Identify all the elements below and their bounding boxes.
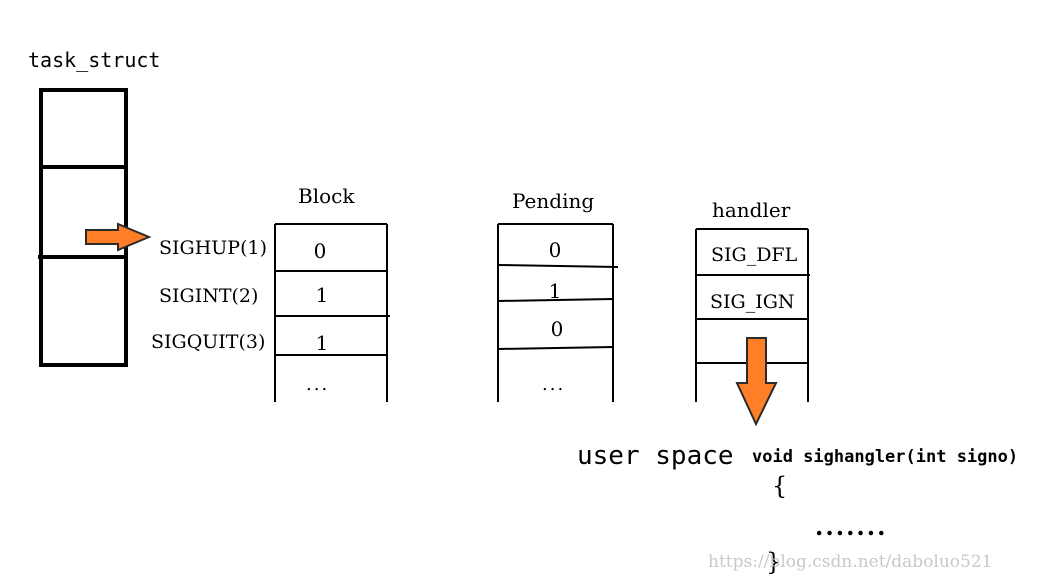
user-space-label: user space [577,441,734,471]
pending-cell-sigquit: 0 [550,317,564,341]
block-cell-sigint: 1 [315,283,329,307]
signal-label-sigint: SIGINT(2) [159,285,259,307]
function-body-dots: ....... [815,512,888,541]
handler-cell-sig-ign: SIG_IGN [710,291,795,313]
watermark-text: https://blog.csdn.net/daboluo521 [708,552,993,572]
down-arrow-icon [735,337,778,427]
block-cell-sigquit: 1 [315,331,329,355]
signal-label-sighup: SIGHUP(1) [159,237,267,259]
pending-cell-sighup: 0 [548,238,562,262]
handler-title: handler [712,198,791,222]
right-arrow-icon [85,222,152,252]
block-ellipsis: ... [306,374,330,395]
handler-signature: void sighangler(int signo) [752,447,1019,467]
pending-table [497,223,619,402]
block-title: Block [298,184,355,208]
task-struct-box [38,88,128,367]
pending-title: Pending [512,189,595,213]
open-brace: { [772,472,788,500]
signal-label-sigquit: SIGQUIT(3) [151,331,266,353]
pending-ellipsis: ... [542,374,566,395]
close-brace: } [766,548,782,576]
handler-cell-sig-dfl: SIG_DFL [711,244,798,266]
task-struct-title: task_struct [28,48,161,72]
pending-cell-sigint: 1 [548,279,562,303]
block-table [274,223,390,402]
block-cell-sighup: 0 [313,239,327,263]
